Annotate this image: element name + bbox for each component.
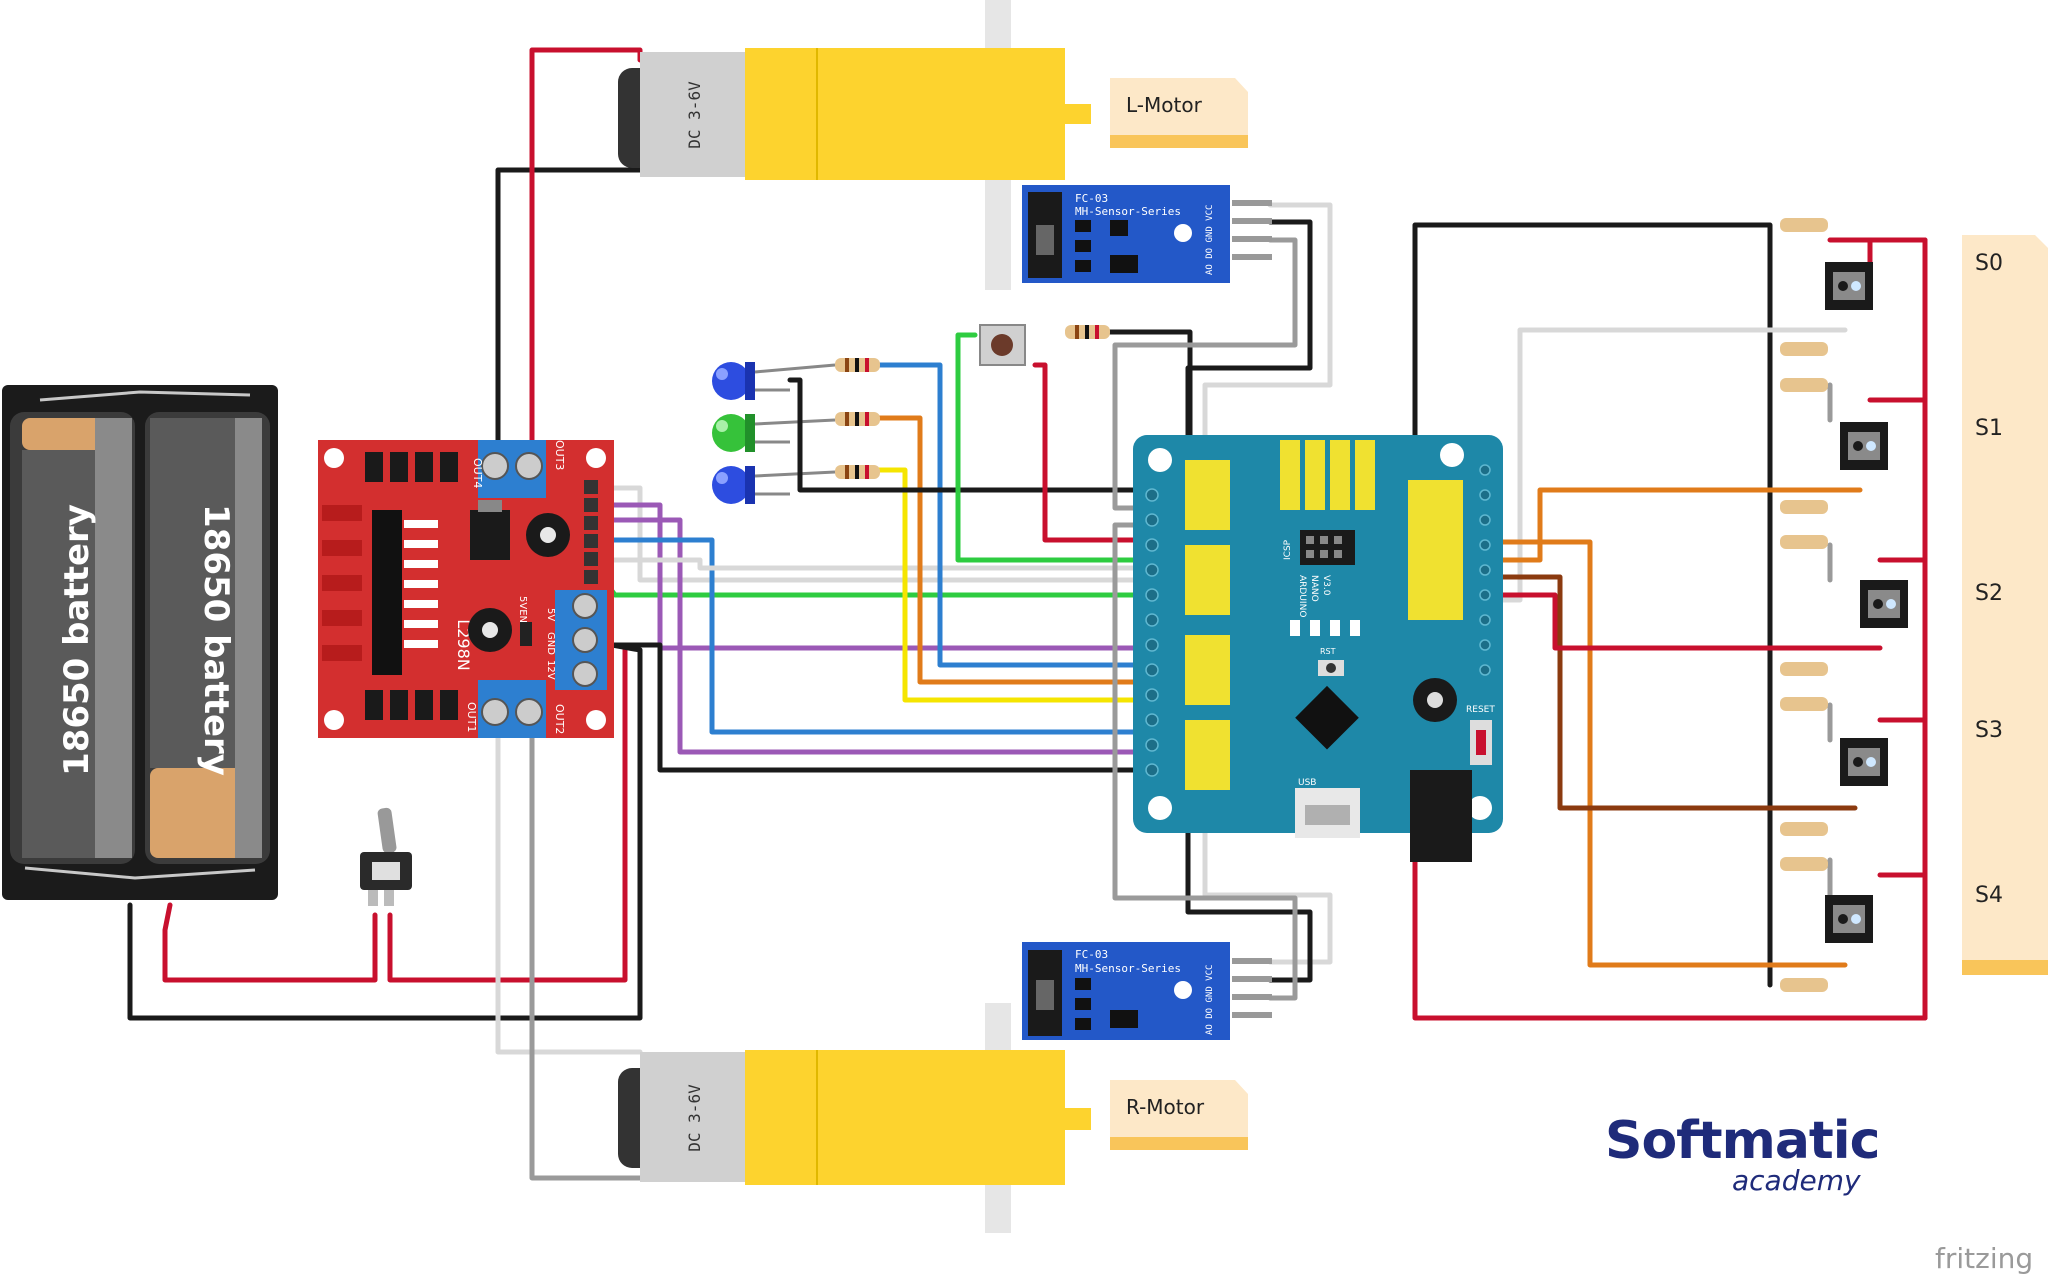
led-blue-1 [712, 362, 755, 400]
left-motor: DC 3-6V [618, 0, 1091, 290]
wire-gnd-black [609, 642, 1233, 773]
wire-enb-white [597, 557, 1233, 571]
shield-reset: RESET [1466, 705, 1495, 715]
power-switch[interactable] [360, 807, 412, 906]
ir-sensor-1 [1840, 422, 1888, 470]
wire-led2-orange [867, 415, 1233, 685]
wire-ir-black-top [1412, 222, 1773, 988]
wire-led1-blue [867, 362, 1233, 668]
label-out4: OUT4 [471, 458, 484, 488]
wire-ts-gnd-black [1185, 219, 1313, 478]
shield-version: V3.0 [1321, 575, 1331, 596]
wire-button-green [955, 332, 1233, 563]
bottom-sensor-series: MH-Sensor-Series [1075, 962, 1181, 975]
resistor-button [1065, 325, 1110, 339]
shield-top-pins [1280, 440, 1375, 510]
top-sensor-series: MH-Sensor-Series [1075, 205, 1181, 218]
bottom-sensor-pins: AO DO GND VCC [1205, 965, 1215, 1035]
wire-in1-white [597, 485, 1233, 583]
left-motor-tag-text: L-Motor [1126, 93, 1203, 117]
wire-battery-red [162, 902, 378, 983]
shield-header-left [1185, 460, 1463, 790]
logo-sub: academy [1732, 1164, 1861, 1197]
wire-ir-orange2 [1447, 539, 1848, 968]
wire-ir-red [1447, 592, 1883, 651]
ir-label-s1: S1 [1975, 416, 2003, 441]
ir-label-s4: S4 [1975, 883, 2003, 908]
ir-sensor-0 [1825, 262, 1873, 310]
ir-label-s0: S0 [1975, 251, 2003, 276]
label-gnd: GND [545, 632, 556, 655]
battery-cell-left: 18650 battery [10, 412, 135, 864]
ir-sensor-3 [1840, 738, 1888, 786]
resistor-2 [835, 412, 880, 426]
ir-sensor-array [1780, 218, 1908, 992]
push-button[interactable] [979, 324, 1026, 366]
ir-sensor-2 [1860, 580, 1908, 628]
label-out3: OUT3 [553, 440, 566, 470]
l298n-driver: L298N OUT4 OUT3 OUT1 OUT2 12V GND 5V [318, 440, 614, 738]
top-sensor-model: FC-03 [1075, 192, 1108, 205]
fritzing-watermark: fritzing [1935, 1242, 2033, 1275]
label-5ven: 5VEN [517, 596, 528, 623]
wire-ir-brown [1447, 574, 1858, 811]
left-motor-tag: L-Motor [1110, 78, 1248, 148]
wire-battery-black [127, 642, 643, 1021]
left-motor-label: DC 3-6V [685, 81, 704, 149]
label-out2: OUT2 [553, 704, 566, 734]
led-blue-2 [712, 466, 755, 504]
led-green [712, 414, 755, 452]
right-motor-tag: R-Motor [1110, 1080, 1248, 1150]
right-motor: DC 3-6V [618, 1003, 1091, 1233]
bottom-sensor-model: FC-03 [1075, 948, 1108, 961]
battery-label-right: 18650 battery [196, 504, 236, 776]
right-motor-tag-text: R-Motor [1126, 1095, 1205, 1119]
shield-icsp: ICSP [1283, 539, 1293, 560]
led-resistors [835, 325, 1110, 479]
softmatic-logo: Softmatic academy [1605, 1111, 1880, 1197]
label-12v: 12V [545, 660, 556, 680]
shield-model: NANO [1309, 575, 1319, 602]
wire-out4-black [495, 167, 643, 443]
right-motor-label: DC 3-6V [685, 1084, 704, 1152]
label-out1: OUT1 [465, 702, 478, 732]
battery-cell-right: 18650 battery [145, 412, 270, 864]
ir-sensor-4 [1825, 895, 1873, 943]
ir-label-s3: S3 [1975, 718, 2003, 743]
wire-out1-white [495, 732, 643, 1055]
battery-label-left: 18650 battery [57, 504, 97, 776]
wire-switch-red [387, 647, 628, 983]
resistor-3 [835, 465, 880, 479]
wire-in2-purple [597, 502, 1233, 651]
wire-out2-gray [529, 732, 643, 1181]
wire-led3-yellow [867, 467, 1233, 703]
wire-in4-blue [597, 537, 1233, 735]
ir-labels-panel: S0 S1 S2 S3 S4 [1962, 235, 2048, 975]
speed-sensor-bottom: FC-03 MH-Sensor-Series AO DO GND VCC [1022, 942, 1272, 1040]
shield-title: ARDUINO [1297, 575, 1307, 617]
speed-sensor-top: FC-03 MH-Sensor-Series AO DO GND VCC [1022, 185, 1272, 283]
ir-resistors [1780, 218, 1828, 992]
wire-ts-vcc-white [1202, 202, 1333, 478]
label-5v: 5V [545, 608, 556, 621]
wire-ir-rail-red [1827, 237, 1928, 1021]
logo-name: Softmatic [1605, 1111, 1879, 1171]
wire-in3-purple [597, 517, 1233, 755]
status-leds [712, 362, 836, 504]
shield-rst: RST [1320, 647, 1336, 656]
ir-label-s2: S2 [1975, 581, 2003, 606]
battery-holder: 18650 battery 18650 battery [2, 385, 278, 900]
shield-usb: USB [1298, 778, 1316, 788]
arduino-nano-shield: ICSP ARDUINO NANO V3.0 RST RESET USB [1133, 435, 1503, 862]
resistor-1 [835, 358, 880, 372]
top-sensor-pins: AO DO GND VCC [1205, 205, 1215, 275]
